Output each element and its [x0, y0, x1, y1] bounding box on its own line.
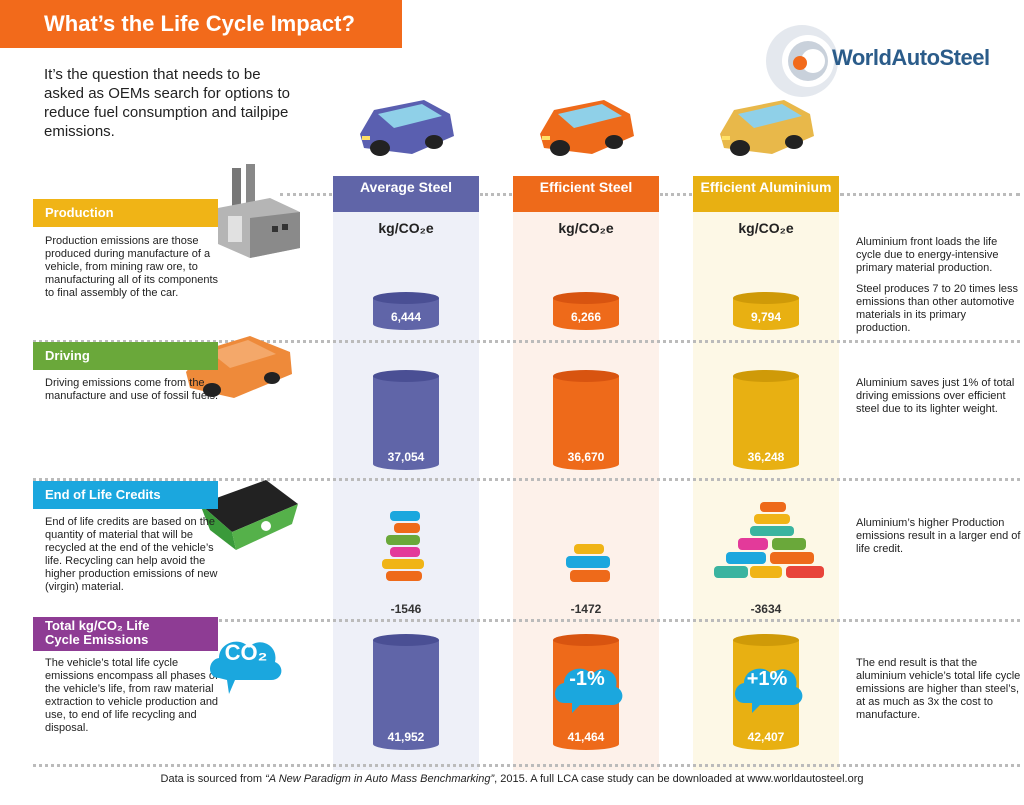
column-header-efficient-aluminium: Efficient Aluminium — [693, 176, 839, 212]
co2-badge-text: CO₂ — [224, 640, 268, 665]
cylinder-driving: 36,670 — [553, 370, 619, 470]
footer-prefix: Data is sourced from — [160, 773, 266, 785]
decrease-cloud-icon — [555, 668, 623, 713]
section-label-driving: Driving — [33, 342, 218, 370]
logo-text: WorldAutoSteel — [832, 45, 990, 70]
decrease-badge-text: -1% — [569, 668, 605, 690]
recycled-cars-pile-icon — [382, 511, 424, 581]
total-note: The end result is that the aluminium veh… — [856, 657, 1021, 721]
co2-cloud-icon — [210, 641, 282, 694]
divider — [280, 193, 332, 196]
unit-label: kg/CO₂e — [558, 220, 614, 236]
unit-label: kg/CO₂e — [378, 220, 434, 236]
cylinder-total: 41,952 — [373, 634, 439, 750]
cylinder-production: 9,794 — [733, 292, 799, 330]
cylinder-production: 6,444 — [373, 292, 439, 330]
production-description: Production emissions are those produced … — [45, 235, 219, 299]
divider — [660, 193, 692, 196]
footer: Data is sourced from “A New Paradigm in … — [0, 773, 1024, 785]
factory-icon — [218, 164, 300, 258]
cylinder-value: 41,464 — [567, 730, 605, 744]
section-label-production: Production — [33, 199, 218, 227]
column-header-average-steel: Average Steel — [333, 176, 479, 212]
increase-badge-text: +1% — [746, 668, 788, 690]
total-label-line-1: Total kg/CO₂ Life — [45, 618, 150, 633]
page-title: What’s the Life Cycle Impact? — [0, 0, 402, 48]
logo-mark-icon — [766, 25, 838, 97]
divider — [480, 193, 512, 196]
dumpster-icon — [200, 480, 298, 550]
divider — [33, 764, 1020, 767]
intro-text: It’s the question that needs to be asked… — [44, 66, 290, 140]
divider — [840, 193, 1020, 196]
cylinder-driving: 36,248 — [733, 370, 799, 470]
cylinder-value: 9,794 — [750, 310, 782, 324]
cylinder-value: 6,444 — [390, 310, 422, 324]
cylinder-production: 6,266 — [553, 292, 619, 330]
cylinder-value: 37,054 — [387, 450, 425, 464]
cylinder-value: 42,407 — [747, 730, 785, 744]
section-label-end-of-life: End of Life Credits — [33, 481, 218, 509]
footer-source: “A New Paradigm in Auto Mass Benchmarkin… — [265, 773, 495, 785]
cylinder-driving: 37,054 — [373, 370, 439, 470]
eol-value-efficient-steel: -1472 — [570, 602, 602, 616]
recycled-cars-pile-icon — [714, 502, 824, 578]
end-of-life-note: Aluminium’s higher Production emissions … — [856, 517, 1021, 555]
production-note-1: Aluminium front loads the life cycle due… — [856, 236, 999, 274]
car-yellow-icon — [720, 100, 814, 156]
column-header-efficient-steel: Efficient Steel — [513, 176, 659, 212]
recycled-cars-pile-icon — [566, 544, 610, 582]
cylinder-value: 41,952 — [387, 730, 425, 744]
section-label-total: Total kg/CO₂ Life Cycle Emissions — [33, 617, 218, 651]
eol-value-efficient-aluminium: -3634 — [750, 602, 782, 616]
total-description: The vehicle’s total life cycle emissions… — [45, 657, 219, 734]
eol-value-average-steel: -1546 — [390, 602, 422, 616]
increase-badge: +1% — [730, 668, 804, 691]
decrease-badge: -1% — [550, 668, 624, 691]
divider — [33, 619, 1020, 622]
total-label-line-2: Cycle Emissions — [45, 632, 149, 647]
increase-cloud-icon — [735, 668, 803, 713]
cylinder-value: 6,266 — [570, 310, 602, 324]
production-note-2: Steel produces 7 to 20 times less emissi… — [856, 283, 1019, 334]
driving-note: Aluminium saves just 1% of total driving… — [856, 377, 1015, 415]
divider — [33, 478, 1020, 481]
end-of-life-description: End of life credits are based on the qua… — [45, 516, 218, 593]
car-blue-icon — [360, 100, 454, 156]
cylinder-value: 36,248 — [747, 450, 785, 464]
cylinder-value: 36,670 — [567, 450, 605, 464]
divider — [33, 340, 1020, 343]
driving-description: Driving emissions come from the manufact… — [45, 377, 219, 402]
unit-label: kg/CO₂e — [738, 220, 794, 236]
car-orange-icon — [540, 100, 634, 156]
footer-suffix: , 2015. A full LCA case study can be dow… — [494, 773, 864, 785]
